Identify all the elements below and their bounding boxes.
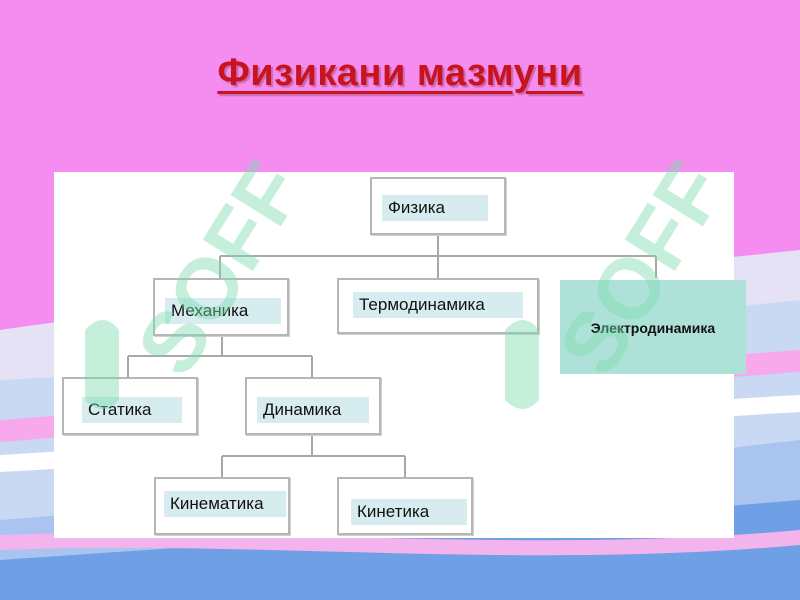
node-termodinamika-label: Термодинамика	[353, 292, 523, 318]
node-statika-label: Статика	[82, 397, 182, 423]
node-dinamika: Динамика	[245, 377, 381, 435]
node-kinetika-label: Кинетика	[351, 499, 467, 525]
node-fizika: Физика	[370, 177, 506, 235]
node-mexanika: Механика	[153, 278, 289, 336]
node-kinematika-label: Кинематика	[164, 491, 286, 517]
node-elektrodinamika: Электродинамика	[560, 280, 746, 374]
node-statika: Статика	[62, 377, 198, 435]
node-fizika-label: Физика	[382, 195, 488, 221]
node-kinetika: Кинетика	[337, 477, 473, 535]
node-termodinamika: Термодинамика	[337, 278, 539, 334]
node-kinematika: Кинематика	[154, 477, 290, 535]
node-dinamika-label: Динамика	[257, 397, 369, 423]
slide-title: Физикани мазмуни	[217, 52, 583, 94]
node-mexanika-label: Механика	[165, 298, 281, 324]
node-elektrodinamika-label: Электродинамика	[590, 320, 716, 336]
